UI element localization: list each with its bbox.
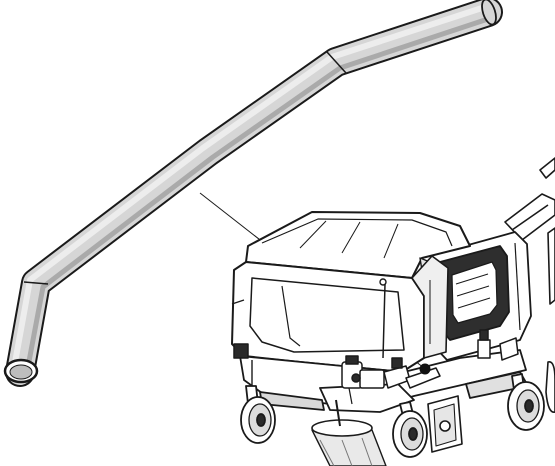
hose-opening-inner — [9, 364, 33, 380]
front-wheel-left — [240, 385, 276, 444]
hose-bend-seam-lower — [23, 281, 49, 285]
debris-hopper — [231, 211, 471, 373]
hose-shadow — [24, 15, 494, 375]
suction-hose — [3, 0, 503, 387]
sweeper-machine — [231, 157, 555, 466]
connection-point — [419, 363, 431, 375]
rear-body — [431, 231, 532, 361]
side-panel — [249, 277, 405, 353]
hose-far-end — [481, 0, 497, 26]
hose-highlight — [11, 4, 488, 371]
hose-body — [7, 0, 501, 385]
steering-column — [504, 157, 555, 305]
side-brush — [311, 399, 387, 466]
rear-wheel-edge — [545, 361, 555, 413]
front-wheel-center — [392, 401, 428, 458]
rear-wheel-right — [507, 373, 545, 431]
wheel-hub-block — [427, 395, 463, 453]
hose-bend-seam-upper — [326, 51, 347, 74]
linkage-assembly — [233, 329, 519, 389]
